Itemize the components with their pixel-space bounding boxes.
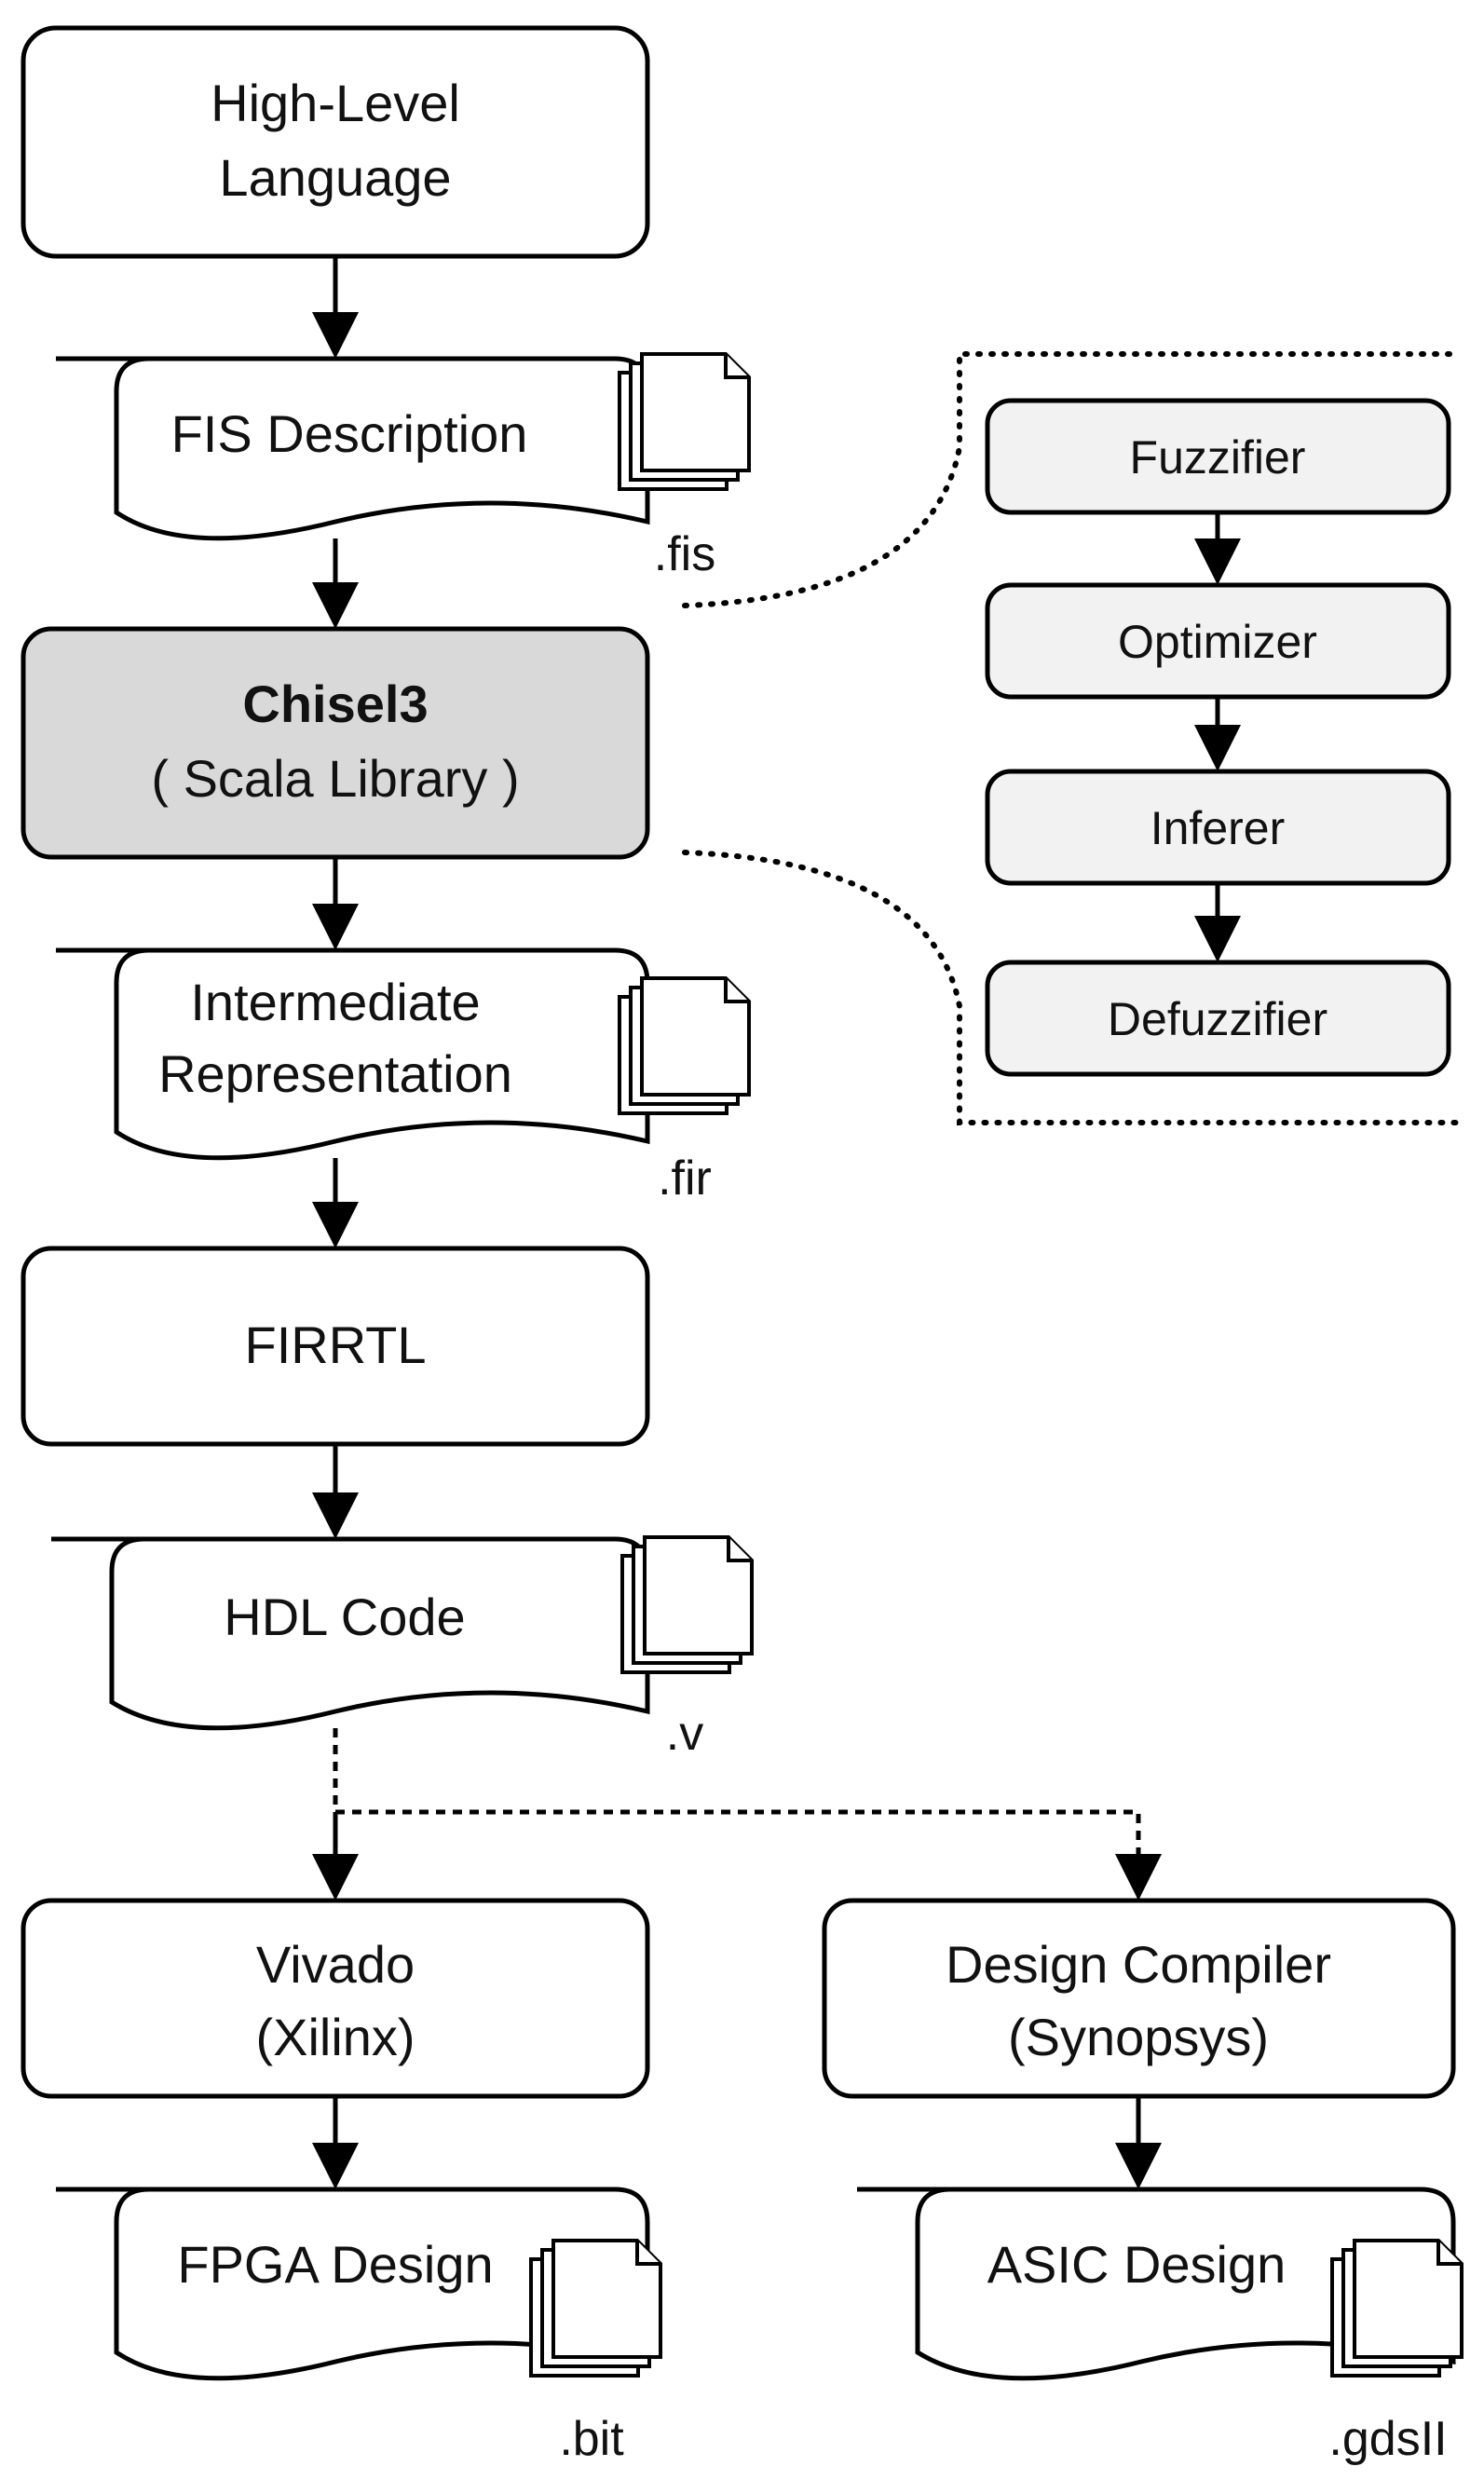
optimizer-label: Optimizer [1118, 616, 1317, 668]
gds-extension: .gdsII [1328, 2412, 1447, 2466]
high-level-language-label-1: High-Level [211, 74, 460, 132]
defuzzifier-label: Defuzzifier [1108, 993, 1327, 1045]
hdl-code-label: HDL Code [224, 1587, 465, 1646]
vivado-box: Vivado (Xilinx) [20, 1898, 650, 2099]
gds-file-icon [1330, 2239, 1464, 2378]
chisel3-box: Chisel3 ( Scala Library ) [20, 626, 650, 860]
inferer-label: Inferer [1150, 802, 1286, 854]
fpga-design-box: FPGA Design .bit [56, 2187, 662, 2466]
fis-extension: .fis [654, 527, 715, 581]
vivado-label-1: Vivado [256, 1935, 415, 1994]
high-level-language-label-2: Language [219, 148, 451, 207]
intermediate-label-1: Intermediate [190, 973, 480, 1031]
firrtl-box: FIRRTL [20, 1246, 650, 1447]
bit-extension: .bit [559, 2412, 624, 2466]
fir-extension: .fir [658, 1151, 712, 1206]
fpga-design-label: FPGA Design [177, 2235, 493, 2294]
design-compiler-label-1: Design Compiler [946, 1935, 1331, 1994]
fis-description-label: FIS Description [171, 404, 528, 463]
fir-file-icon [618, 976, 751, 1115]
hdl-code-box: HDL Code .v [51, 1535, 754, 1761]
design-compiler-label-2: (Synopsys) [1008, 2008, 1269, 2066]
arrow-hdl-to-design-compiler [335, 1809, 1162, 1901]
intermediate-representation-box: Intermediate Representation .fir [56, 947, 751, 1206]
asic-design-box: ASIC Design .gdsII [857, 2187, 1464, 2466]
high-level-language-box: High-Level Language [20, 25, 650, 259]
defuzzifier-box: Defuzzifier [985, 960, 1451, 1077]
vivado-label-2: (Xilinx) [255, 2008, 415, 2066]
firrtl-label: FIRRTL [245, 1315, 427, 1374]
asic-design-label: ASIC Design [987, 2235, 1287, 2294]
bit-file-icon [529, 2239, 662, 2378]
design-compiler-box: Design Compiler (Synopsys) [822, 1898, 1456, 2099]
optimizer-box: Optimizer [985, 582, 1451, 700]
chisel3-subtitle: ( Scala Library ) [151, 749, 519, 808]
fuzzifier-label: Fuzzifier [1130, 431, 1306, 484]
inferer-box: Inferer [985, 769, 1451, 886]
chisel3-title: Chisel3 [242, 675, 428, 733]
v-file-icon [620, 1535, 754, 1674]
fuzzifier-box: Fuzzifier [985, 398, 1451, 515]
fis-file-icon [618, 352, 751, 491]
intermediate-label-2: Representation [158, 1044, 512, 1103]
detail-outline-top [682, 351, 1461, 608]
detail-outline-bottom [682, 850, 1461, 1125]
fis-description-box: FIS Description .fis [56, 352, 751, 581]
v-extension: .v [666, 1707, 703, 1761]
